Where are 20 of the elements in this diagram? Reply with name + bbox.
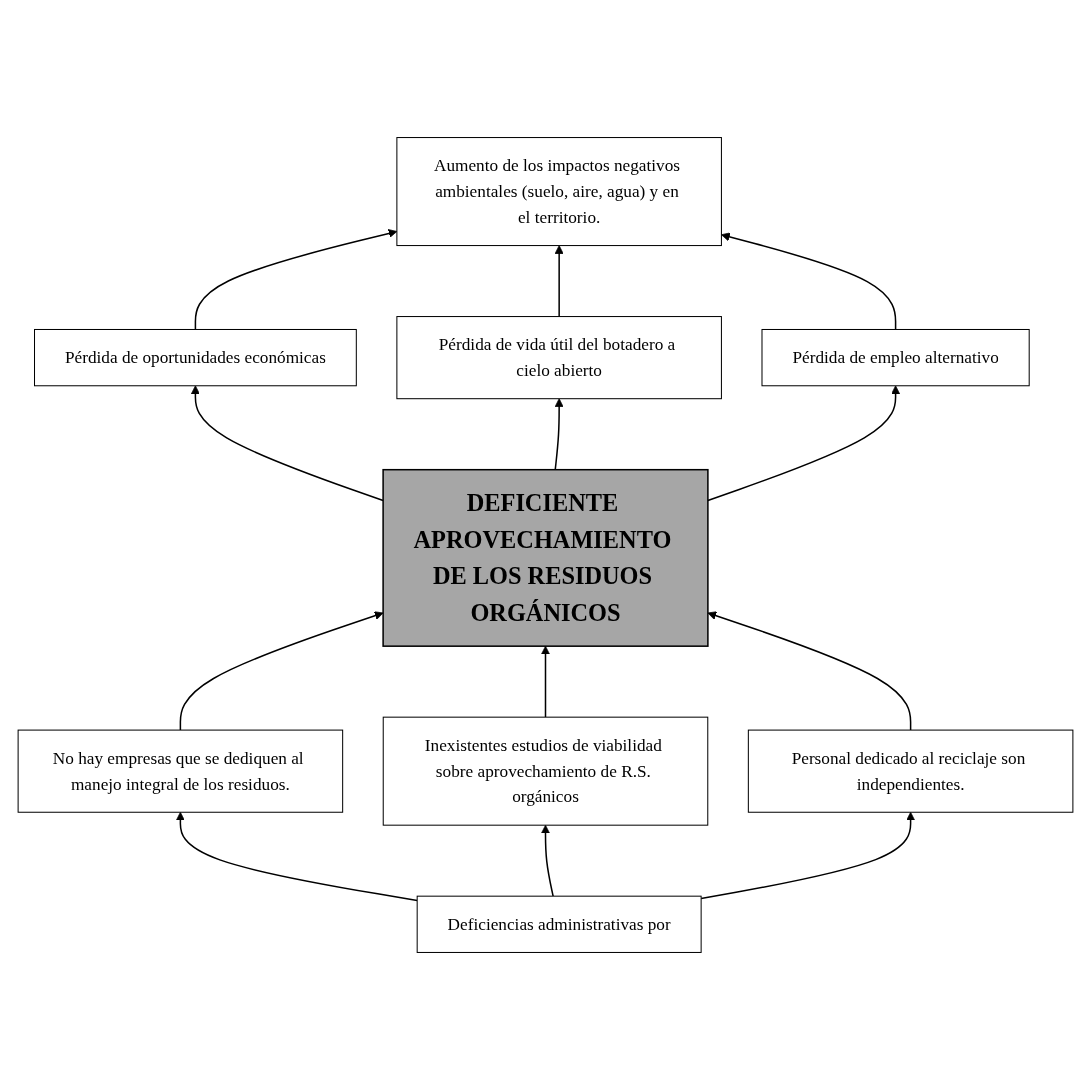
node-box: No hay empresas que se dediquen al manejo integral de los residuos. bbox=[17, 729, 344, 813]
node-box: Personal dedicado al reciclaje son independientes. bbox=[747, 729, 1074, 813]
arrow bbox=[707, 385, 901, 502]
arrow bbox=[175, 811, 418, 902]
node-box: Deficiencias administrativas por bbox=[416, 895, 702, 953]
node-box: DEFICIENTE APROVECHAMIENTO DE LOS RESIDUOS ORGÁNICOS bbox=[382, 468, 709, 647]
arrow bbox=[179, 611, 384, 731]
arrow bbox=[700, 811, 916, 900]
arrow bbox=[554, 245, 564, 318]
node-box: Aumento de los impactos negativos ambientales (suelo, aire, agua) y en el territorio. bbox=[396, 137, 722, 247]
node-box: Inexistentes estudios de viabilidad sobre aprovechamiento de R.S. orgánicos bbox=[382, 716, 709, 826]
arrow bbox=[541, 824, 554, 897]
arrow bbox=[721, 232, 897, 331]
arrow bbox=[541, 645, 550, 718]
node-box: Pérdida de empleo alternativo bbox=[761, 328, 1030, 387]
node-box: Pérdida de vida útil del botadero a cielo abierto bbox=[396, 316, 722, 400]
arrow bbox=[554, 398, 564, 471]
arrow bbox=[707, 611, 912, 731]
arrow bbox=[190, 385, 384, 502]
node-box: Pérdida de oportunidades económicas bbox=[34, 328, 357, 387]
